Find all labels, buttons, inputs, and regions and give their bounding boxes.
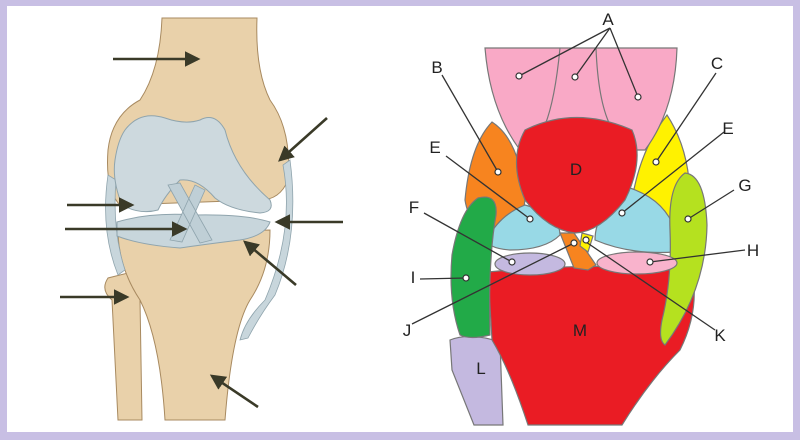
region-I bbox=[450, 196, 497, 339]
region-M-tibia bbox=[487, 265, 695, 426]
leader-lines bbox=[411, 27, 746, 331]
region-J bbox=[559, 232, 597, 271]
pointer-arrow-meniscus bbox=[243, 240, 297, 286]
label-M: M bbox=[573, 321, 587, 340]
region-F bbox=[494, 252, 566, 276]
tibia bbox=[117, 229, 271, 421]
region-L-fibula bbox=[449, 335, 504, 426]
labeled-knee-diagram: A B C D E E F G H I J K L M bbox=[403, 10, 759, 426]
label-C: C bbox=[711, 54, 723, 73]
region-D-patella bbox=[516, 117, 638, 234]
label-E-left: E bbox=[429, 138, 440, 157]
label-I: I bbox=[411, 268, 416, 287]
label-B: B bbox=[431, 58, 442, 77]
label-L: L bbox=[476, 359, 485, 378]
region-A-divider-2 bbox=[595, 47, 611, 126]
label-A: A bbox=[602, 10, 614, 29]
label-F: F bbox=[409, 198, 419, 217]
label-D: D bbox=[570, 160, 582, 179]
label-J: J bbox=[403, 321, 412, 340]
region-A-divider-1 bbox=[544, 47, 561, 126]
anatomical-knee bbox=[60, 17, 343, 421]
region-H bbox=[596, 251, 678, 275]
label-K: K bbox=[714, 326, 726, 345]
pointer-arrow-lateral-condyle bbox=[278, 117, 328, 162]
label-E-right: E bbox=[722, 119, 733, 138]
label-H: H bbox=[747, 241, 759, 260]
label-G: G bbox=[738, 176, 751, 195]
collateral-ligament-right bbox=[239, 159, 294, 341]
pointer-arrow-tibia bbox=[209, 374, 259, 409]
region-G bbox=[659, 172, 708, 346]
